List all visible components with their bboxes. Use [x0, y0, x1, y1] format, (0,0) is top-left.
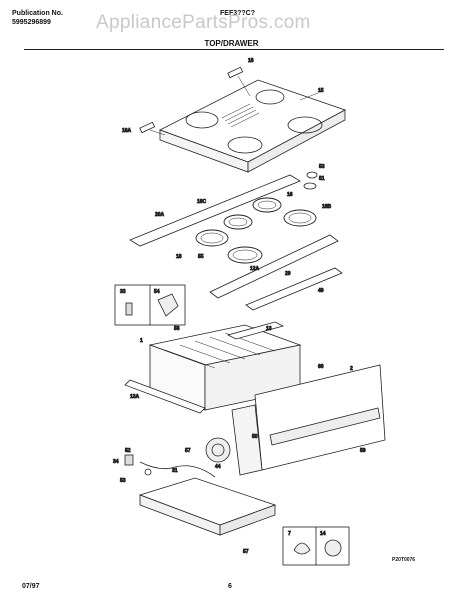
- callout-15: 15: [318, 88, 324, 94]
- surface-element-left: [185, 111, 219, 129]
- coil-ring-18b: [288, 212, 312, 224]
- callout-18-top: 18: [248, 58, 254, 64]
- rear-bracket-18: [227, 66, 244, 79]
- callout-1: 1: [140, 338, 143, 344]
- callout-60: 60: [318, 364, 324, 370]
- knob-part-44: [205, 437, 231, 463]
- coil-ring-16: [257, 200, 277, 210]
- publication-label: Publication No.: [12, 10, 63, 17]
- callout-55: 55: [198, 254, 204, 260]
- bottom-tray-side: [219, 504, 276, 536]
- cooktop-vent-pattern: [221, 103, 260, 128]
- element-support-assembly: [129, 174, 343, 311]
- surface-element-front: [227, 136, 263, 154]
- callout-31: 31: [172, 468, 178, 474]
- callout-44: 44: [215, 464, 221, 470]
- callout-57: 57: [243, 549, 249, 555]
- watermark: AppliancePartsPros.com: [96, 12, 311, 33]
- bottom-panel-assembly: [124, 454, 277, 536]
- callout-18-lower: 18: [176, 254, 182, 260]
- leader-18a: [149, 129, 166, 136]
- callout-49: 49: [318, 288, 324, 294]
- drawer-assembly: [124, 321, 386, 476]
- callout-51: 51: [319, 176, 325, 182]
- callout-18b: 18B: [322, 204, 332, 210]
- support-rail-55: [209, 234, 339, 299]
- callout-56: 56: [174, 326, 180, 332]
- cooktop-assembly: [139, 66, 346, 190]
- coil-element-18c: [223, 214, 253, 230]
- coil-ring-12a: [232, 249, 258, 261]
- callout-14: 14: [320, 531, 326, 537]
- callout-52: 52: [125, 448, 131, 454]
- surface-element-right: [287, 116, 323, 134]
- callout-53: 53: [319, 164, 325, 170]
- terminal-block-53: [306, 171, 318, 179]
- callout-33: 33: [120, 289, 126, 295]
- callout-13a: 13A: [130, 394, 140, 400]
- coil-element-18: [195, 229, 229, 247]
- figure-code: P20T0076: [392, 557, 416, 563]
- terminal-34: [124, 454, 134, 466]
- wire-harness-52: [139, 461, 216, 478]
- callout-20a: 20A: [155, 212, 165, 218]
- drawer-handle-59: [269, 407, 381, 446]
- callout-53-lower: 53: [120, 478, 126, 484]
- drawer-rack-lines: [164, 332, 276, 369]
- callout-34: 34: [113, 459, 119, 465]
- callout-7: 7: [288, 531, 291, 537]
- callout-50: 50: [252, 434, 258, 440]
- leader-15: [299, 92, 319, 101]
- callout-2: 2: [350, 366, 353, 372]
- drawer-rail-13a: [124, 379, 206, 414]
- callout-13: 13: [266, 326, 272, 332]
- coil-ring-18c: [228, 217, 248, 227]
- coil-element-16: [252, 197, 282, 213]
- inset-parts-box: [114, 284, 186, 326]
- knob-part-14: [324, 539, 342, 557]
- section-title: TOP/DRAWER: [204, 39, 259, 48]
- side-bracket-18a: [139, 121, 156, 134]
- screw-part-33: [125, 302, 133, 316]
- callout-18c: 18C: [197, 199, 207, 205]
- support-rail-20a: [129, 174, 301, 247]
- header-rule: [24, 49, 444, 50]
- inset-parts-box-lower: [282, 526, 350, 566]
- connector-31: [144, 468, 152, 476]
- leader-18-top: [237, 75, 251, 97]
- cooktop-side-edge: [247, 109, 346, 173]
- model-number: FEF3??C?: [220, 10, 255, 17]
- coil-ring-18: [200, 232, 224, 244]
- terminal-block-51: [303, 182, 317, 190]
- clip-part-7: [293, 542, 311, 555]
- publication-number: 5995296899: [12, 19, 51, 26]
- trim-strip-49: [245, 267, 343, 311]
- drawer-side-50: [231, 404, 263, 476]
- clip-part-54: [157, 293, 179, 317]
- callout-57-upper: 57: [185, 448, 191, 454]
- callout-12a: 12A: [250, 266, 260, 272]
- coil-element-18b: [283, 209, 317, 227]
- drawer-rail-13: [226, 321, 285, 340]
- coil-element-12a: [227, 246, 263, 264]
- callout-18a: 18A: [122, 128, 132, 134]
- surface-element-rear: [255, 89, 285, 105]
- callout-16: 16: [287, 192, 293, 198]
- callout-54: 54: [154, 289, 160, 295]
- callout-29: 29: [285, 271, 291, 277]
- footer-date: 07/97: [22, 583, 40, 590]
- callout-59: 59: [360, 448, 366, 454]
- footer-page-number: 6: [228, 583, 232, 590]
